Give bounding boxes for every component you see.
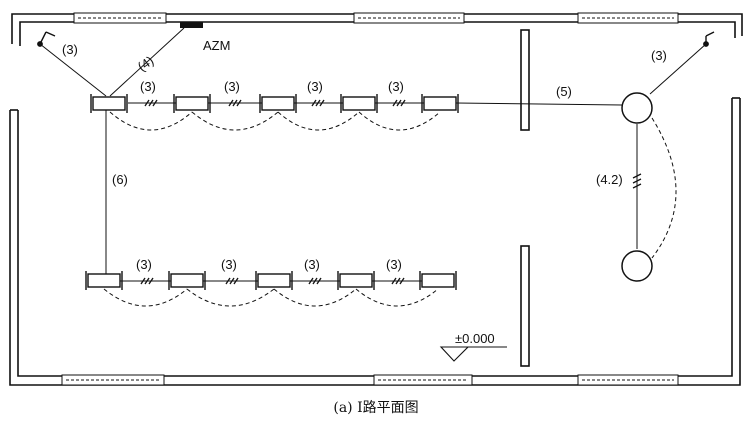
conductor-ticks	[140, 99, 642, 285]
partition-walls	[520, 29, 530, 367]
windows	[61, 12, 679, 386]
fixture	[337, 271, 375, 290]
label-elevation: ±0.000	[455, 331, 495, 346]
tick-bottom-2	[225, 277, 239, 285]
round-lamp	[621, 250, 653, 282]
tick-top-4	[392, 99, 406, 107]
distribution-panel	[180, 22, 203, 28]
fixture	[168, 271, 206, 290]
window-top-1	[73, 12, 167, 24]
window-bottom-1	[61, 374, 165, 386]
window-top-2	[353, 12, 465, 24]
fixture	[90, 94, 128, 113]
label-wire-to-lamp: (5)	[556, 84, 572, 99]
label-bottom-segment-1: (3)	[136, 257, 152, 272]
label-wire-left-switch: (3)	[62, 42, 78, 57]
window-top-3	[577, 12, 679, 24]
label-vertical-wire: (6)	[112, 172, 128, 187]
fixture	[255, 271, 293, 290]
tick-vertical	[632, 173, 642, 189]
tick-top-3	[311, 99, 325, 107]
window-bottom-3	[577, 374, 679, 386]
elevation-marker	[439, 346, 507, 362]
tick-top-1	[144, 99, 158, 107]
label-panel-azm: AZM	[203, 38, 230, 53]
figure-caption: (a) Ⅰ路平面图	[333, 400, 418, 416]
round-lamp	[621, 92, 653, 124]
label-top-segment-1: (3)	[140, 79, 156, 94]
fixtures-top-row	[90, 94, 459, 113]
label-wire-panel: (4)	[135, 53, 157, 74]
label-bottom-segment-2: (3)	[221, 257, 237, 272]
fixture	[173, 94, 211, 113]
switch-left	[37, 31, 56, 47]
window-bottom-2	[373, 374, 473, 386]
tick-bottom-4	[391, 277, 405, 285]
tick-top-2	[228, 99, 242, 107]
fixtures-bottom-row	[85, 271, 457, 290]
label-bottom-segment-3: (3)	[304, 257, 320, 272]
label-top-segment-4: (3)	[388, 79, 404, 94]
tick-bottom-1	[140, 277, 154, 285]
fixture	[259, 94, 297, 113]
outer-walls	[9, 13, 743, 386]
fixture	[419, 271, 457, 290]
fixture	[85, 271, 123, 290]
label-top-segment-2: (3)	[224, 79, 240, 94]
tick-bottom-3	[308, 277, 322, 285]
label-wire-right-switch: (3)	[651, 48, 667, 63]
fixture	[340, 94, 378, 113]
switch-arcs	[103, 111, 677, 307]
round-lamps	[621, 92, 653, 282]
label-bottom-segment-4: (3)	[386, 257, 402, 272]
label-lamp-wire: (4.2)	[596, 172, 623, 187]
fixture	[421, 94, 459, 113]
label-top-segment-3: (3)	[307, 79, 323, 94]
